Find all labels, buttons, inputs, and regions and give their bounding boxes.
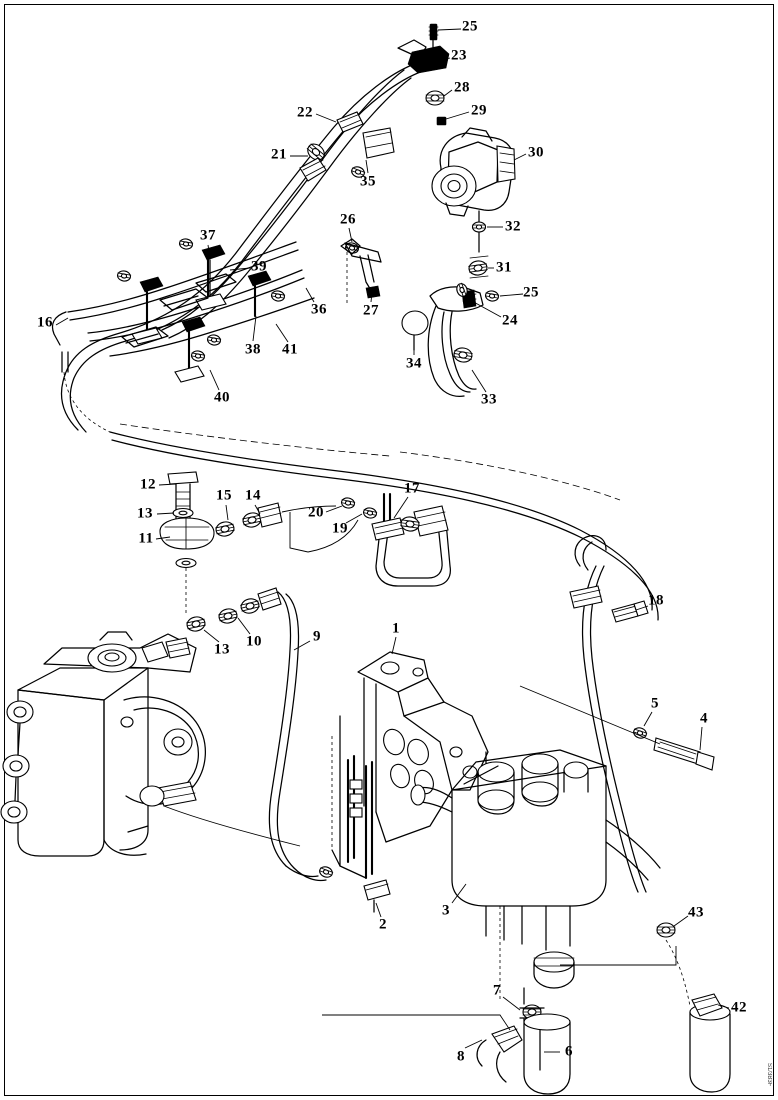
callout-38: 38 (245, 341, 261, 358)
callout-25: 25 (462, 18, 478, 35)
callout-19: 19 (332, 520, 348, 537)
callout-6: 6 (565, 1043, 573, 1060)
callout-12: 12 (140, 476, 156, 493)
callout-13-upper: 13 (137, 505, 153, 522)
callout-14: 14 (245, 487, 261, 504)
callout-16: 16 (37, 314, 53, 331)
callout-22: 22 (297, 104, 313, 121)
callout-2: 2 (379, 916, 387, 933)
callout-32: 32 (505, 218, 521, 235)
callout-36: 36 (311, 301, 327, 318)
callout-33: 33 (481, 391, 497, 408)
callout-8: 8 (457, 1048, 465, 1065)
callout-25-lower: 25 (523, 284, 539, 301)
callout-21: 21 (271, 146, 287, 163)
callout-30: 30 (528, 144, 544, 161)
callout-3: 3 (442, 902, 450, 919)
callout-15: 15 (216, 487, 232, 504)
callout-27: 27 (363, 302, 379, 319)
callout-1: 1 (392, 620, 400, 637)
callout-4: 4 (700, 710, 708, 727)
callout-23: 23 (451, 47, 467, 64)
callout-26: 26 (340, 211, 356, 228)
callout-5: 5 (651, 695, 659, 712)
callout-7: 7 (493, 982, 501, 999)
callout-35: 35 (360, 173, 376, 190)
callout-43: 43 (688, 904, 704, 921)
callout-31: 31 (496, 259, 512, 276)
callout-20: 20 (308, 504, 324, 521)
sheet-watermark: S1/3B3F (766, 1062, 772, 1086)
callout-24: 24 (502, 312, 518, 329)
callout-13-lower: 13 (214, 641, 230, 658)
callout-40: 40 (214, 389, 230, 406)
callout-39: 39 (251, 258, 267, 275)
callout-10: 10 (246, 633, 262, 650)
callout-28: 28 (454, 79, 470, 96)
callout-9: 9 (313, 628, 321, 645)
callout-41: 41 (282, 341, 298, 358)
callout-17: 17 (404, 480, 420, 497)
callout-11: 11 (138, 530, 154, 547)
callout-29: 29 (471, 102, 487, 119)
callout-34: 34 (406, 355, 422, 372)
callout-18: 18 (648, 592, 664, 609)
callout-37: 37 (200, 227, 216, 244)
callout-42: 42 (731, 999, 747, 1016)
